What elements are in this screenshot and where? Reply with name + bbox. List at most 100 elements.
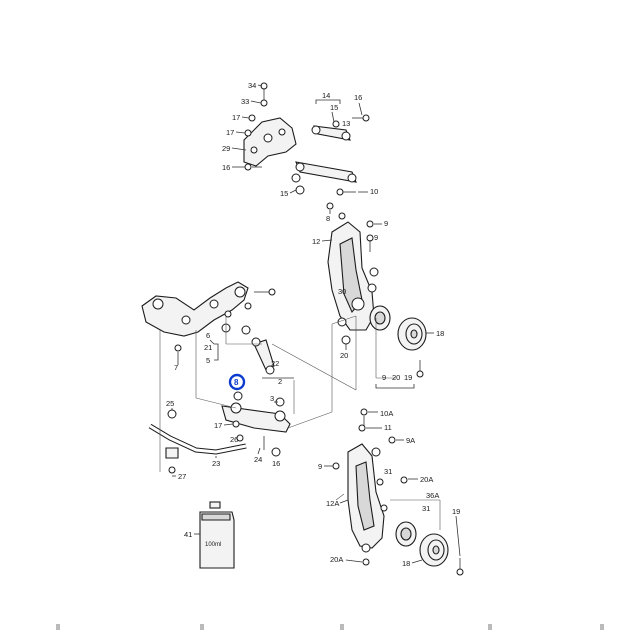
wheel-hub [397, 317, 427, 351]
label-17c: 17 [214, 421, 234, 430]
lower-arm-bolts [232, 391, 285, 457]
label-11: 11 [366, 423, 392, 432]
bottle-label: 100ml [205, 542, 221, 548]
label-9b: 9 [374, 233, 378, 242]
knuckle-a-bolts [332, 408, 408, 566]
svg-text:27: 27 [178, 472, 186, 481]
svg-text:12A: 12A [326, 499, 339, 508]
svg-text:9: 9 [382, 373, 386, 382]
svg-text:19: 19 [452, 507, 460, 516]
label-2: 2 [262, 377, 294, 386]
assembly-lines [159, 315, 441, 530]
label-15a: 15 [330, 103, 338, 123]
svg-text:31: 31 [384, 467, 392, 476]
svg-text:7: 7 [174, 363, 178, 372]
footer-marks [56, 624, 604, 630]
knuckle-bolts [341, 220, 379, 345]
label-20b: 20 [392, 373, 400, 382]
label-9c: 9 [382, 373, 386, 382]
upper-link-arm [311, 125, 351, 141]
label-12A: 12A [326, 499, 349, 508]
svg-text:29: 29 [222, 144, 230, 153]
svg-text:16: 16 [222, 163, 230, 172]
svg-text:15: 15 [280, 189, 288, 198]
label-12: 12 [312, 237, 333, 246]
svg-text:9A: 9A [406, 436, 415, 445]
wheel-bearing-a [395, 521, 417, 547]
svg-text:8: 8 [326, 214, 330, 223]
label-3: 3 [270, 394, 278, 403]
label-6: 6 [206, 331, 215, 345]
svg-text:17: 17 [214, 421, 222, 430]
svg-text:9: 9 [384, 219, 388, 228]
label-36A: 36A [426, 491, 439, 500]
label-9a: 9 [374, 219, 388, 228]
svg-text:23: 23 [212, 459, 220, 468]
svg-text:13: 13 [342, 119, 350, 128]
label-41: 41 [184, 530, 200, 539]
upper-bolts [244, 82, 370, 220]
svg-text:20A: 20A [420, 475, 433, 484]
label-5: 5 [206, 356, 210, 365]
svg-text:17: 17 [226, 128, 234, 137]
label-27: 27 [172, 472, 186, 481]
label-21: 21 [204, 343, 219, 361]
svg-text:22: 22 [271, 359, 279, 368]
label-15b: 15 [280, 189, 297, 198]
wheel-hub-a [419, 533, 449, 567]
svg-text:19: 19 [404, 373, 412, 382]
svg-text:16: 16 [354, 93, 362, 102]
svg-text:41: 41 [184, 530, 192, 539]
svg-text:16: 16 [272, 459, 280, 468]
svg-text:21: 21 [204, 343, 212, 352]
label-8a: 8 [326, 210, 331, 223]
label-10: 10 [358, 187, 378, 196]
lower-link [251, 337, 275, 375]
svg-text:30: 30 [338, 287, 346, 296]
svg-text:18: 18 [436, 329, 444, 338]
stabilizer-bar [148, 409, 247, 474]
label-13: 13 [342, 119, 350, 128]
grease-bottle: 100ml [199, 501, 235, 569]
svg-text:5: 5 [206, 356, 210, 365]
label-16b: 16 [354, 93, 363, 116]
lower-arm [221, 402, 291, 433]
svg-text:18: 18 [402, 559, 410, 568]
svg-text:33: 33 [241, 97, 249, 106]
label-20A2: 20A [330, 555, 363, 564]
svg-text:12: 12 [312, 237, 320, 246]
svg-text:8: 8 [234, 378, 239, 387]
label-18a: 18 [426, 329, 444, 338]
steering-knuckle [327, 221, 375, 331]
label-16a: 16 [222, 163, 245, 172]
upper-arm-bracket [243, 117, 297, 167]
label-19: 19 [375, 373, 415, 389]
label-25: 25 [166, 399, 174, 410]
label-16c: 16 [272, 459, 280, 468]
label-10A: 10A [368, 409, 393, 418]
svg-text:6: 6 [206, 331, 210, 340]
label-17a: 17 [232, 113, 250, 122]
label-31b: 31 [422, 504, 430, 513]
label-7: 7 [174, 362, 179, 372]
label-34: 34 [248, 81, 263, 90]
subframe [141, 281, 249, 337]
label-14: 14 [315, 91, 341, 104]
wheel-bearing [369, 305, 391, 331]
label-33: 33 [241, 97, 262, 106]
steering-knuckle-a [347, 443, 385, 553]
label-31: 31 [384, 467, 392, 476]
upper-arm [295, 161, 357, 183]
label-22: 22 [271, 359, 279, 368]
label-20: 20 [340, 344, 348, 360]
svg-text:10: 10 [370, 187, 378, 196]
label-17b: 17 [226, 128, 246, 137]
svg-text:14: 14 [322, 91, 330, 100]
highlight-8[interactable]: 8 [228, 373, 246, 391]
svg-text:9: 9 [374, 233, 378, 242]
svg-text:24: 24 [254, 455, 262, 464]
svg-text:36A: 36A [426, 491, 439, 500]
svg-text:10A: 10A [380, 409, 393, 418]
svg-text:26: 26 [230, 435, 238, 444]
